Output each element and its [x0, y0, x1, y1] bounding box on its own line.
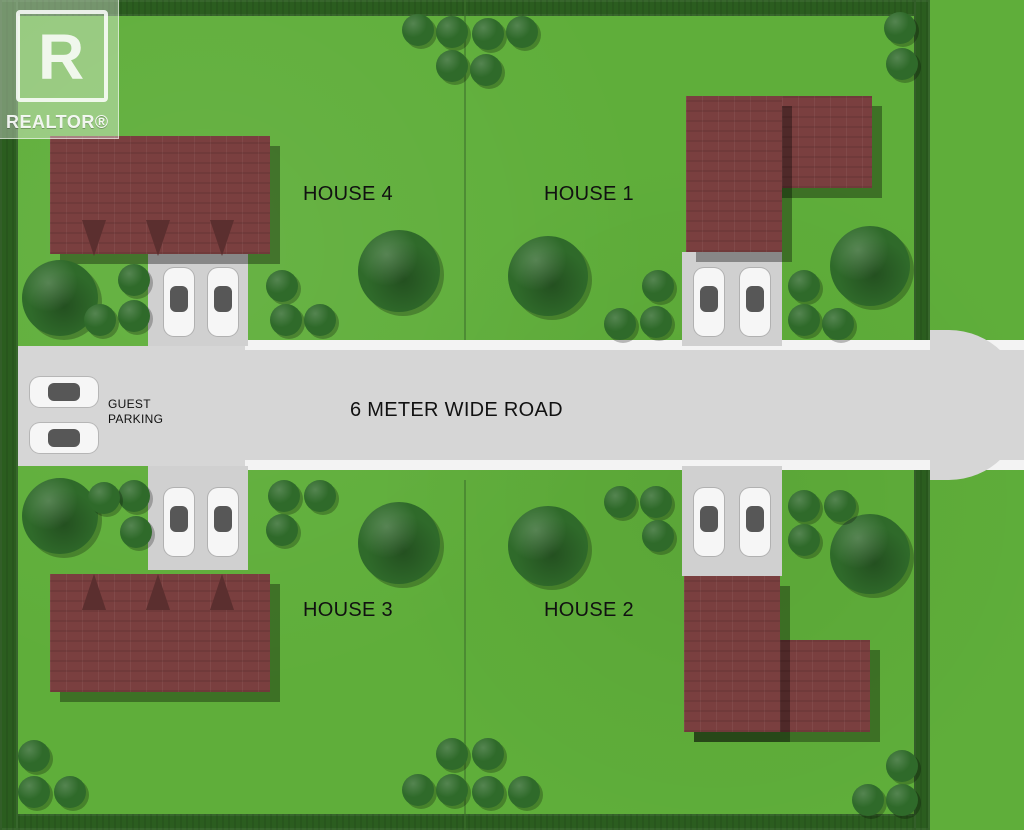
house-3-gable-2: [146, 574, 170, 610]
road: [18, 346, 1024, 466]
bush: [604, 486, 636, 518]
bush: [118, 300, 150, 332]
bush: [822, 308, 854, 340]
tree: [22, 478, 98, 554]
curb-top: [245, 340, 1024, 350]
realtor-watermark-text: REALTOR®: [6, 112, 109, 132]
tree: [830, 226, 910, 306]
bush: [884, 12, 916, 44]
car-icon: [30, 423, 98, 453]
bush: [824, 490, 856, 522]
car-icon: [30, 377, 98, 407]
bush: [118, 264, 150, 296]
car-icon: [694, 268, 724, 336]
hedge-left: [0, 0, 18, 830]
bush: [268, 480, 300, 512]
tree: [508, 506, 588, 586]
house-3-gable-3: [210, 574, 234, 610]
bush: [886, 48, 918, 80]
realtor-logo-icon: [16, 10, 108, 102]
house-1-roof-wing: [686, 96, 782, 252]
bush: [506, 16, 538, 48]
guest-parking-line-1: GUEST: [108, 397, 151, 411]
car-icon: [740, 488, 770, 556]
bush: [84, 304, 116, 336]
bush: [120, 516, 152, 548]
bush: [852, 784, 884, 816]
bush: [304, 480, 336, 512]
bush: [266, 270, 298, 302]
bush: [640, 486, 672, 518]
bush: [788, 270, 820, 302]
bush: [436, 50, 468, 82]
bush: [640, 306, 672, 338]
house-1-label: HOUSE 1: [544, 183, 634, 205]
house-4-gable-1: [82, 220, 106, 256]
car-icon: [740, 268, 770, 336]
bush: [118, 480, 150, 512]
bush: [642, 270, 674, 302]
house-4-gable-2: [146, 220, 170, 256]
bush: [886, 750, 918, 782]
bush: [436, 774, 468, 806]
bush: [88, 482, 120, 514]
guest-parking-line-2: PARKING: [108, 412, 164, 426]
bush: [54, 776, 86, 808]
bush: [436, 738, 468, 770]
bush: [402, 14, 434, 46]
bush: [472, 18, 504, 50]
bush: [18, 776, 50, 808]
tree: [830, 514, 910, 594]
lot-divider-top: [464, 0, 466, 345]
bush: [788, 524, 820, 556]
bush: [604, 308, 636, 340]
car-icon: [694, 488, 724, 556]
bush: [508, 776, 540, 808]
bush: [18, 740, 50, 772]
house-2-label: HOUSE 2: [544, 599, 634, 621]
bush: [266, 514, 298, 546]
house-2-roof-wing: [684, 576, 780, 732]
road-label: 6 METER WIDE ROAD: [350, 399, 563, 421]
car-icon: [208, 268, 238, 336]
bush: [472, 738, 504, 770]
lot-divider-bottom: [464, 480, 466, 830]
house-4-label: HOUSE 4: [303, 183, 393, 205]
tree: [358, 230, 440, 312]
bush: [788, 304, 820, 336]
car-icon: [164, 268, 194, 336]
car-icon: [208, 488, 238, 556]
bush: [304, 304, 336, 336]
curb-bottom: [245, 460, 1024, 470]
house-3-gable-1: [82, 574, 106, 610]
bush: [436, 16, 468, 48]
bush: [270, 304, 302, 336]
tree: [358, 502, 440, 584]
bush: [402, 774, 434, 806]
bush: [472, 776, 504, 808]
bush: [886, 784, 918, 816]
realtor-watermark: REALTOR®: [0, 0, 119, 139]
house-4-gable-3: [210, 220, 234, 256]
bush: [788, 490, 820, 522]
guest-parking-label: GUEST PARKING: [108, 397, 163, 427]
bush: [642, 520, 674, 552]
tree: [508, 236, 588, 316]
bush: [470, 54, 502, 86]
house-3-label: HOUSE 3: [303, 599, 393, 621]
car-icon: [164, 488, 194, 556]
